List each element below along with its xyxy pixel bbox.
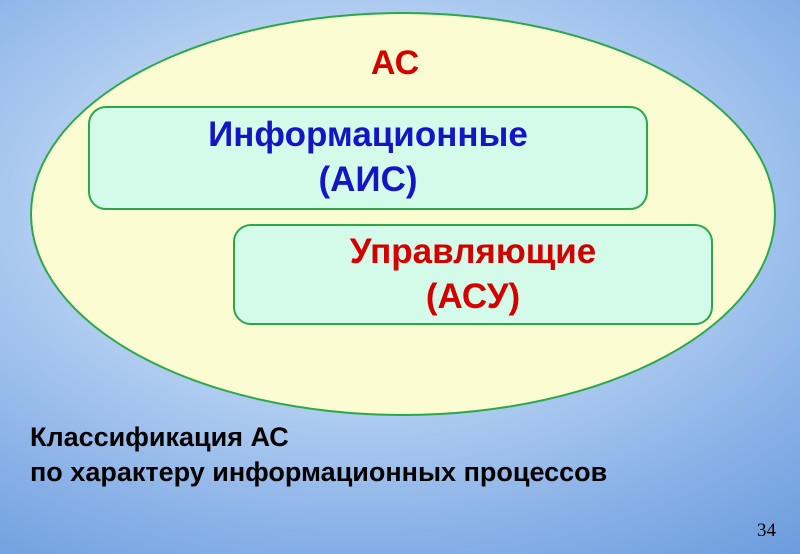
as-group-ellipse: [30, 12, 776, 416]
caption-line2: по характеру информационных процессов: [30, 457, 608, 488]
box-ais-line2: (АИС): [318, 160, 418, 199]
slide-caption: Классификация АС по характеру информацио…: [30, 420, 607, 490]
box-ais: Информационные (АИС): [88, 106, 648, 210]
slide-title: АС: [370, 44, 420, 82]
box-asu: Управляющие (АСУ): [233, 224, 713, 325]
box-asu-line2: (АСУ): [425, 276, 521, 316]
box-asu-line1: Управляющие: [349, 231, 597, 271]
box-ais-line1: Информационные: [208, 115, 528, 155]
page-number: 34: [757, 520, 776, 541]
caption-line1: Классификация АС: [30, 422, 289, 452]
